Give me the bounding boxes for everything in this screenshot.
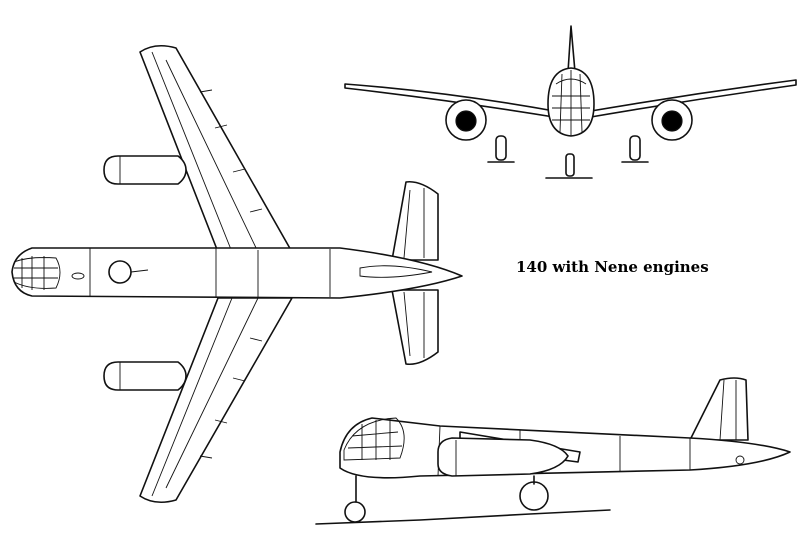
side-view-nose-wheel (344, 501, 366, 523)
side-view-ground-line (315, 509, 611, 525)
top-view-turret (108, 260, 132, 284)
front-view-gear-right (629, 135, 641, 161)
side-view-engine (437, 437, 569, 477)
top-view (11, 44, 463, 504)
front-view-gear-nose (565, 153, 575, 177)
side-view-cockpit-glazing (343, 417, 405, 461)
drawing-caption: 140 with Nene engines (516, 258, 709, 276)
side-view (315, 377, 791, 525)
top-view-engine-upper (103, 155, 187, 185)
front-view-cockpit-glazing (552, 70, 590, 136)
top-view-cockpit-glazing (13, 256, 61, 290)
front-view-fin (567, 25, 576, 73)
top-view-tailplane-lower (391, 289, 439, 366)
side-view-fin (689, 377, 749, 441)
top-view-fuselage (11, 247, 463, 299)
top-view-wing-upper (139, 44, 293, 253)
front-view (344, 25, 797, 179)
top-view-tailplane-upper (391, 180, 439, 261)
top-view-engine-lower (103, 361, 187, 391)
side-view-main-wheel (519, 481, 549, 511)
front-view-gear-left (495, 135, 507, 161)
top-view-wing-lower (139, 297, 293, 504)
